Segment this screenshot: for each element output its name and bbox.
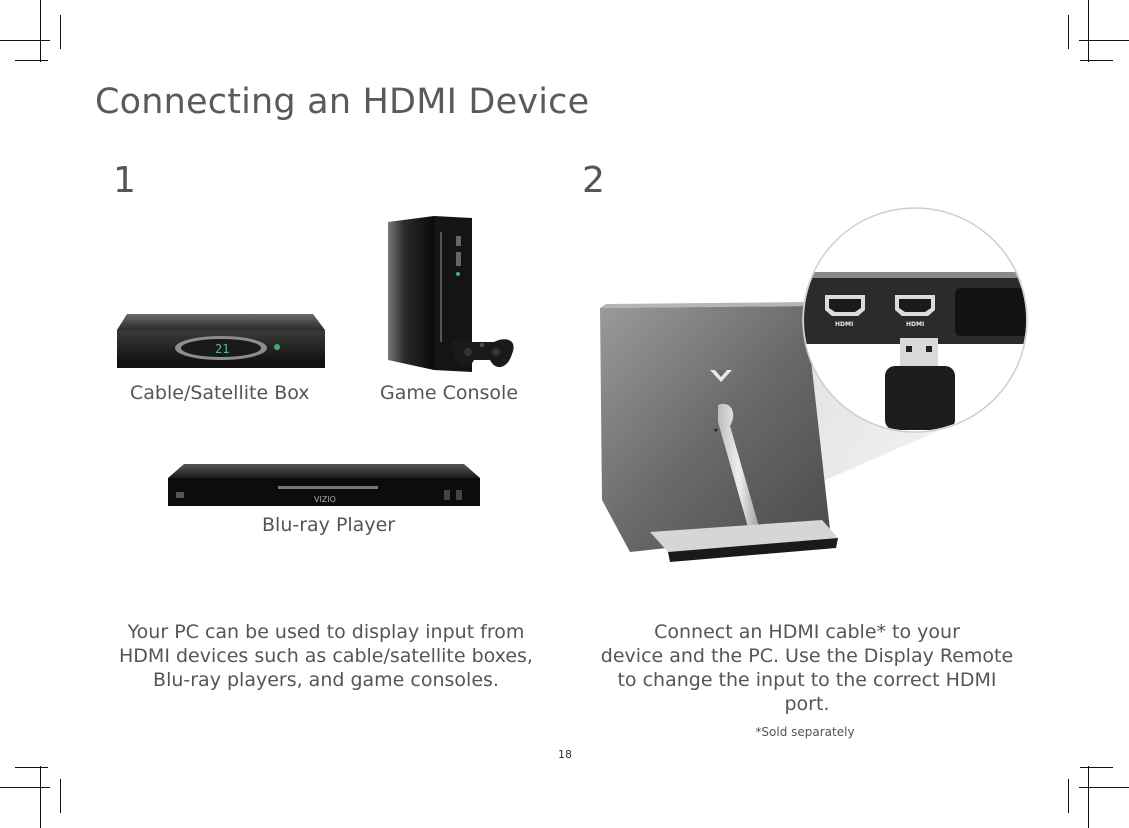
step-2-line-3: to change the input to the correct HDMI [617, 669, 997, 691]
page-number: 18 [558, 748, 572, 761]
step-2-line-4: port. [784, 693, 830, 715]
step-1-line-3: Blu-ray players, and game consoles. [153, 669, 499, 691]
crop-mark [1079, 787, 1129, 788]
crop-mark [1068, 779, 1069, 813]
game-console-illustration [388, 216, 514, 372]
step-1-number: 1 [113, 160, 136, 201]
bluray-player-illustration: VIZIO [168, 464, 480, 506]
bluray-brand-logo: VIZIO [314, 495, 336, 504]
crop-mark [0, 40, 50, 41]
hdmi-port-label-1: HDMI [835, 321, 853, 328]
crop-mark [60, 779, 61, 813]
footnote: *Sold separately [755, 725, 855, 739]
crop-mark [60, 15, 61, 49]
cable-box-illustration: 21 [117, 314, 325, 368]
crop-mark [1080, 60, 1113, 61]
pc-hdmi-connection-illustration: HDMI HDMI [600, 207, 1028, 562]
game-console-label: Game Console [380, 382, 519, 404]
crop-mark [1088, 766, 1089, 828]
bluray-player-label: Blu-ray Player [262, 514, 396, 536]
cable-box-display: 21 [215, 342, 229, 356]
crop-mark [15, 60, 48, 61]
crop-mark [1068, 15, 1069, 49]
step-2-description: Connect an HDMI cable* to your device an… [582, 620, 1032, 716]
crop-mark [1088, 0, 1089, 62]
hdmi-port-label-2: HDMI [906, 321, 924, 328]
crop-mark [0, 787, 50, 788]
crop-mark [15, 767, 48, 768]
crop-mark [1079, 40, 1129, 41]
cable-satellite-box-label: Cable/Satellite Box [130, 382, 310, 404]
crop-mark [1080, 767, 1113, 768]
step-1-line-1: Your PC can be used to display input fro… [127, 621, 525, 643]
step-1-line-2: HDMI devices such as cable/satellite box… [119, 645, 533, 667]
crop-mark [40, 766, 41, 828]
step-2-line-1: Connect an HDMI cable* to your [654, 621, 960, 643]
page-title: Connecting an HDMI Device [95, 82, 590, 122]
step-2-line-2: device and the PC. Use the Display Remot… [600, 645, 1014, 667]
crop-mark [40, 0, 41, 62]
step-2-number: 2 [582, 160, 605, 201]
step-1-description: Your PC can be used to display input fro… [100, 620, 552, 692]
